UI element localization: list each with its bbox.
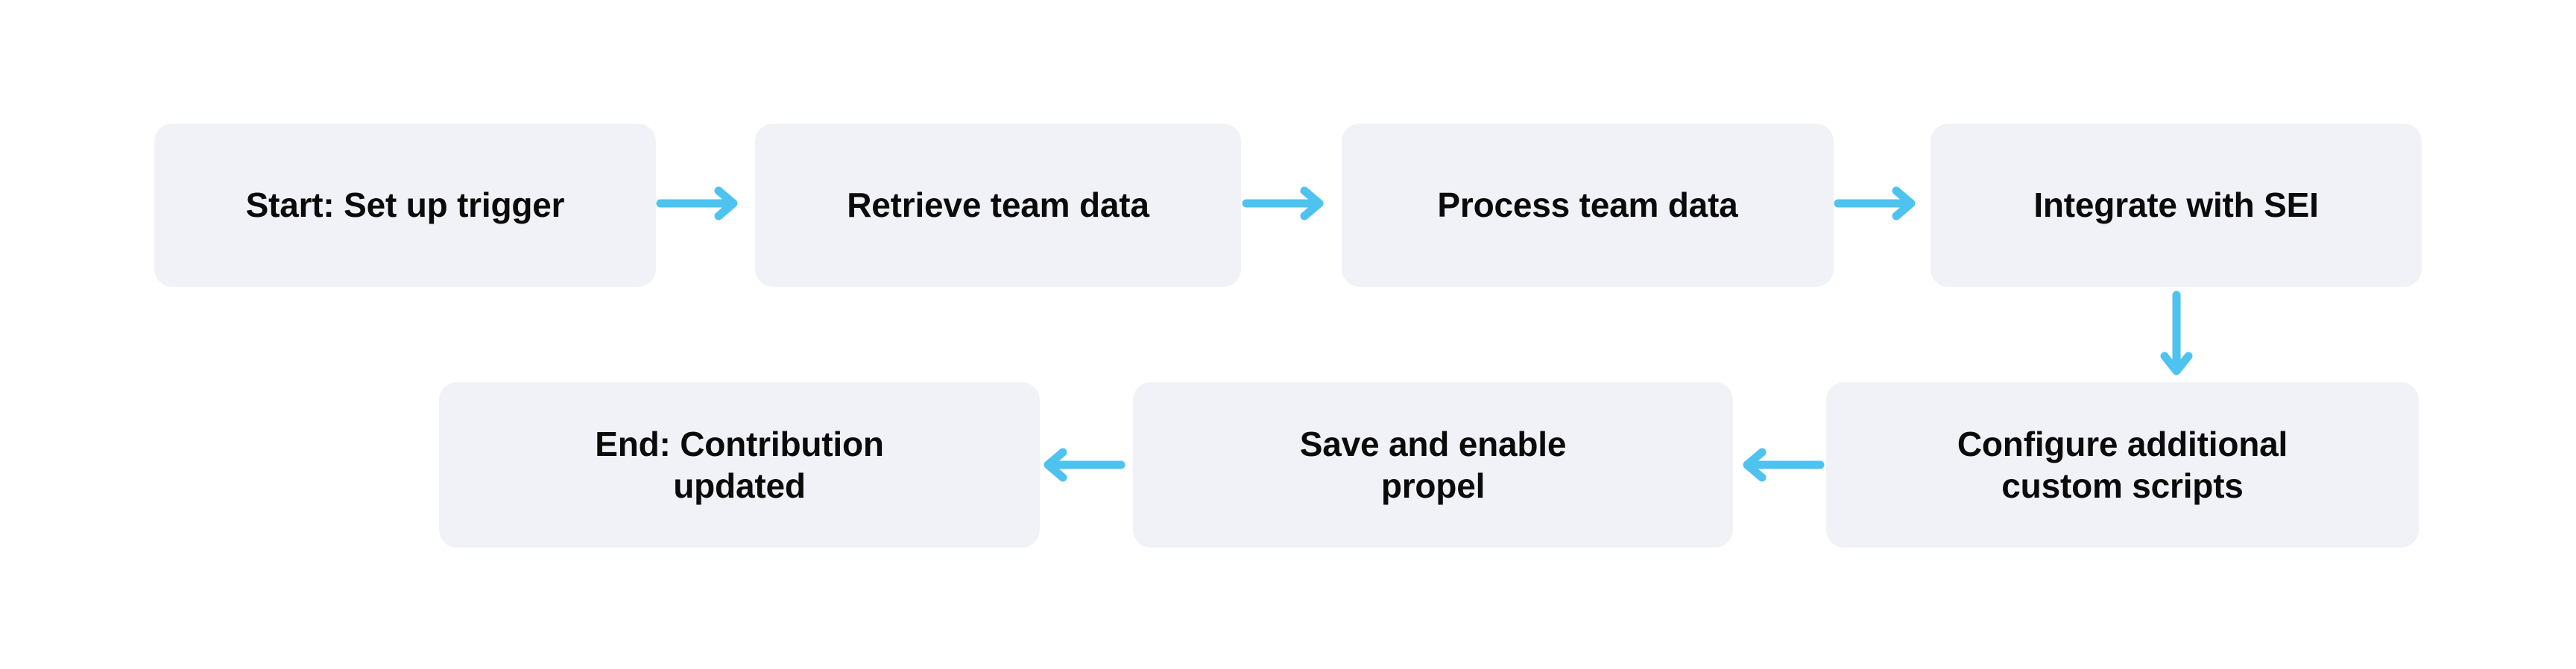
flow-node-end-contribution-updated[interactable]: End: Contribution updated [439, 382, 1040, 548]
flow-arrow-right-2 [1242, 186, 1325, 221]
flow-node-integrate-with-sei[interactable]: Integrate with SEI [1931, 124, 2422, 287]
flow-node-configure-custom-scripts[interactable]: Configure additional custom scripts [1826, 382, 2419, 548]
flow-arrow-down-1 [2160, 291, 2193, 378]
flow-node-retrieve-team-data[interactable]: Retrieve team data [755, 124, 1241, 287]
flow-node-label: Process team data [1437, 186, 1738, 225]
flow-node-save-and-enable-propel[interactable]: Save and enable propel [1133, 382, 1733, 548]
flow-arrow-left-2 [1042, 448, 1126, 482]
flow-arrow-left-1 [1741, 448, 1825, 482]
flow-arrow-right-1 [656, 186, 739, 221]
flow-node-label: End: Contribution updated [595, 424, 884, 505]
flow-node-label: Retrieve team data [847, 186, 1149, 225]
flow-node-label: Configure additional custom scripts [1957, 424, 2288, 505]
flow-node-start-set-up-trigger[interactable]: Start: Set up trigger [154, 124, 656, 287]
flow-arrow-right-3 [1834, 186, 1917, 221]
flow-node-label: Integrate with SEI [2033, 186, 2319, 225]
flow-node-process-team-data[interactable]: Process team data [1342, 124, 1834, 287]
flow-node-label: Start: Set up trigger [245, 186, 565, 225]
flow-node-label: Save and enable propel [1299, 424, 1567, 505]
